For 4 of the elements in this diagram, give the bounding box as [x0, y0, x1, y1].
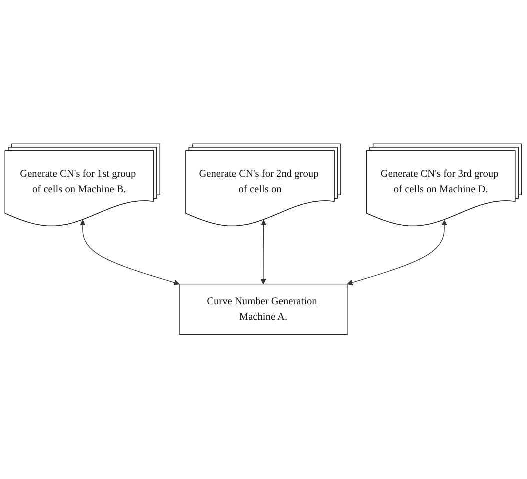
arrow [260, 220, 267, 285]
node-box: Curve Number Generation Machine A. [179, 284, 348, 336]
arrow [80, 220, 180, 286]
arrow [347, 220, 448, 286]
